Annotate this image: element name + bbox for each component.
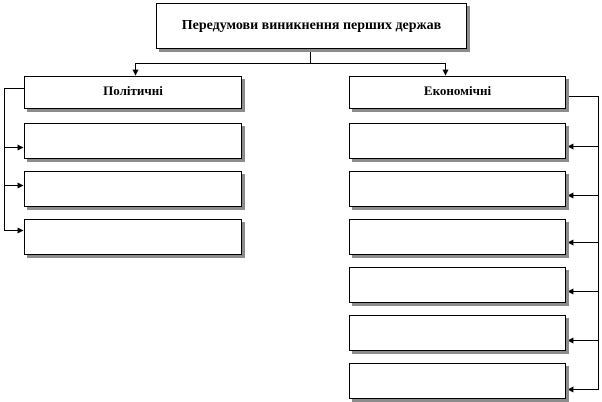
economic-empty-slot xyxy=(349,315,566,351)
right-bracket xyxy=(566,96,599,393)
economic-node: Економічні xyxy=(349,76,566,109)
root-connector xyxy=(132,49,449,76)
root-node-label: Передумови виникнення перших держав xyxy=(181,18,442,33)
political-empty-slot xyxy=(24,123,242,159)
political-empty-slot xyxy=(24,171,242,207)
economic-empty-slot xyxy=(349,219,566,255)
political-node: Політичні xyxy=(24,76,242,109)
economic-empty-slot xyxy=(349,171,566,207)
economic-empty-slot xyxy=(349,123,566,159)
political-empty-slot xyxy=(24,219,242,255)
economic-empty-slot xyxy=(349,363,566,399)
root-node: Передумови виникнення перших держав xyxy=(156,3,467,49)
economic-node-label: Економічні xyxy=(423,83,492,98)
left-bracket xyxy=(4,88,24,234)
political-node-label: Політичні xyxy=(103,83,163,98)
economic-empty-slot xyxy=(349,267,566,303)
